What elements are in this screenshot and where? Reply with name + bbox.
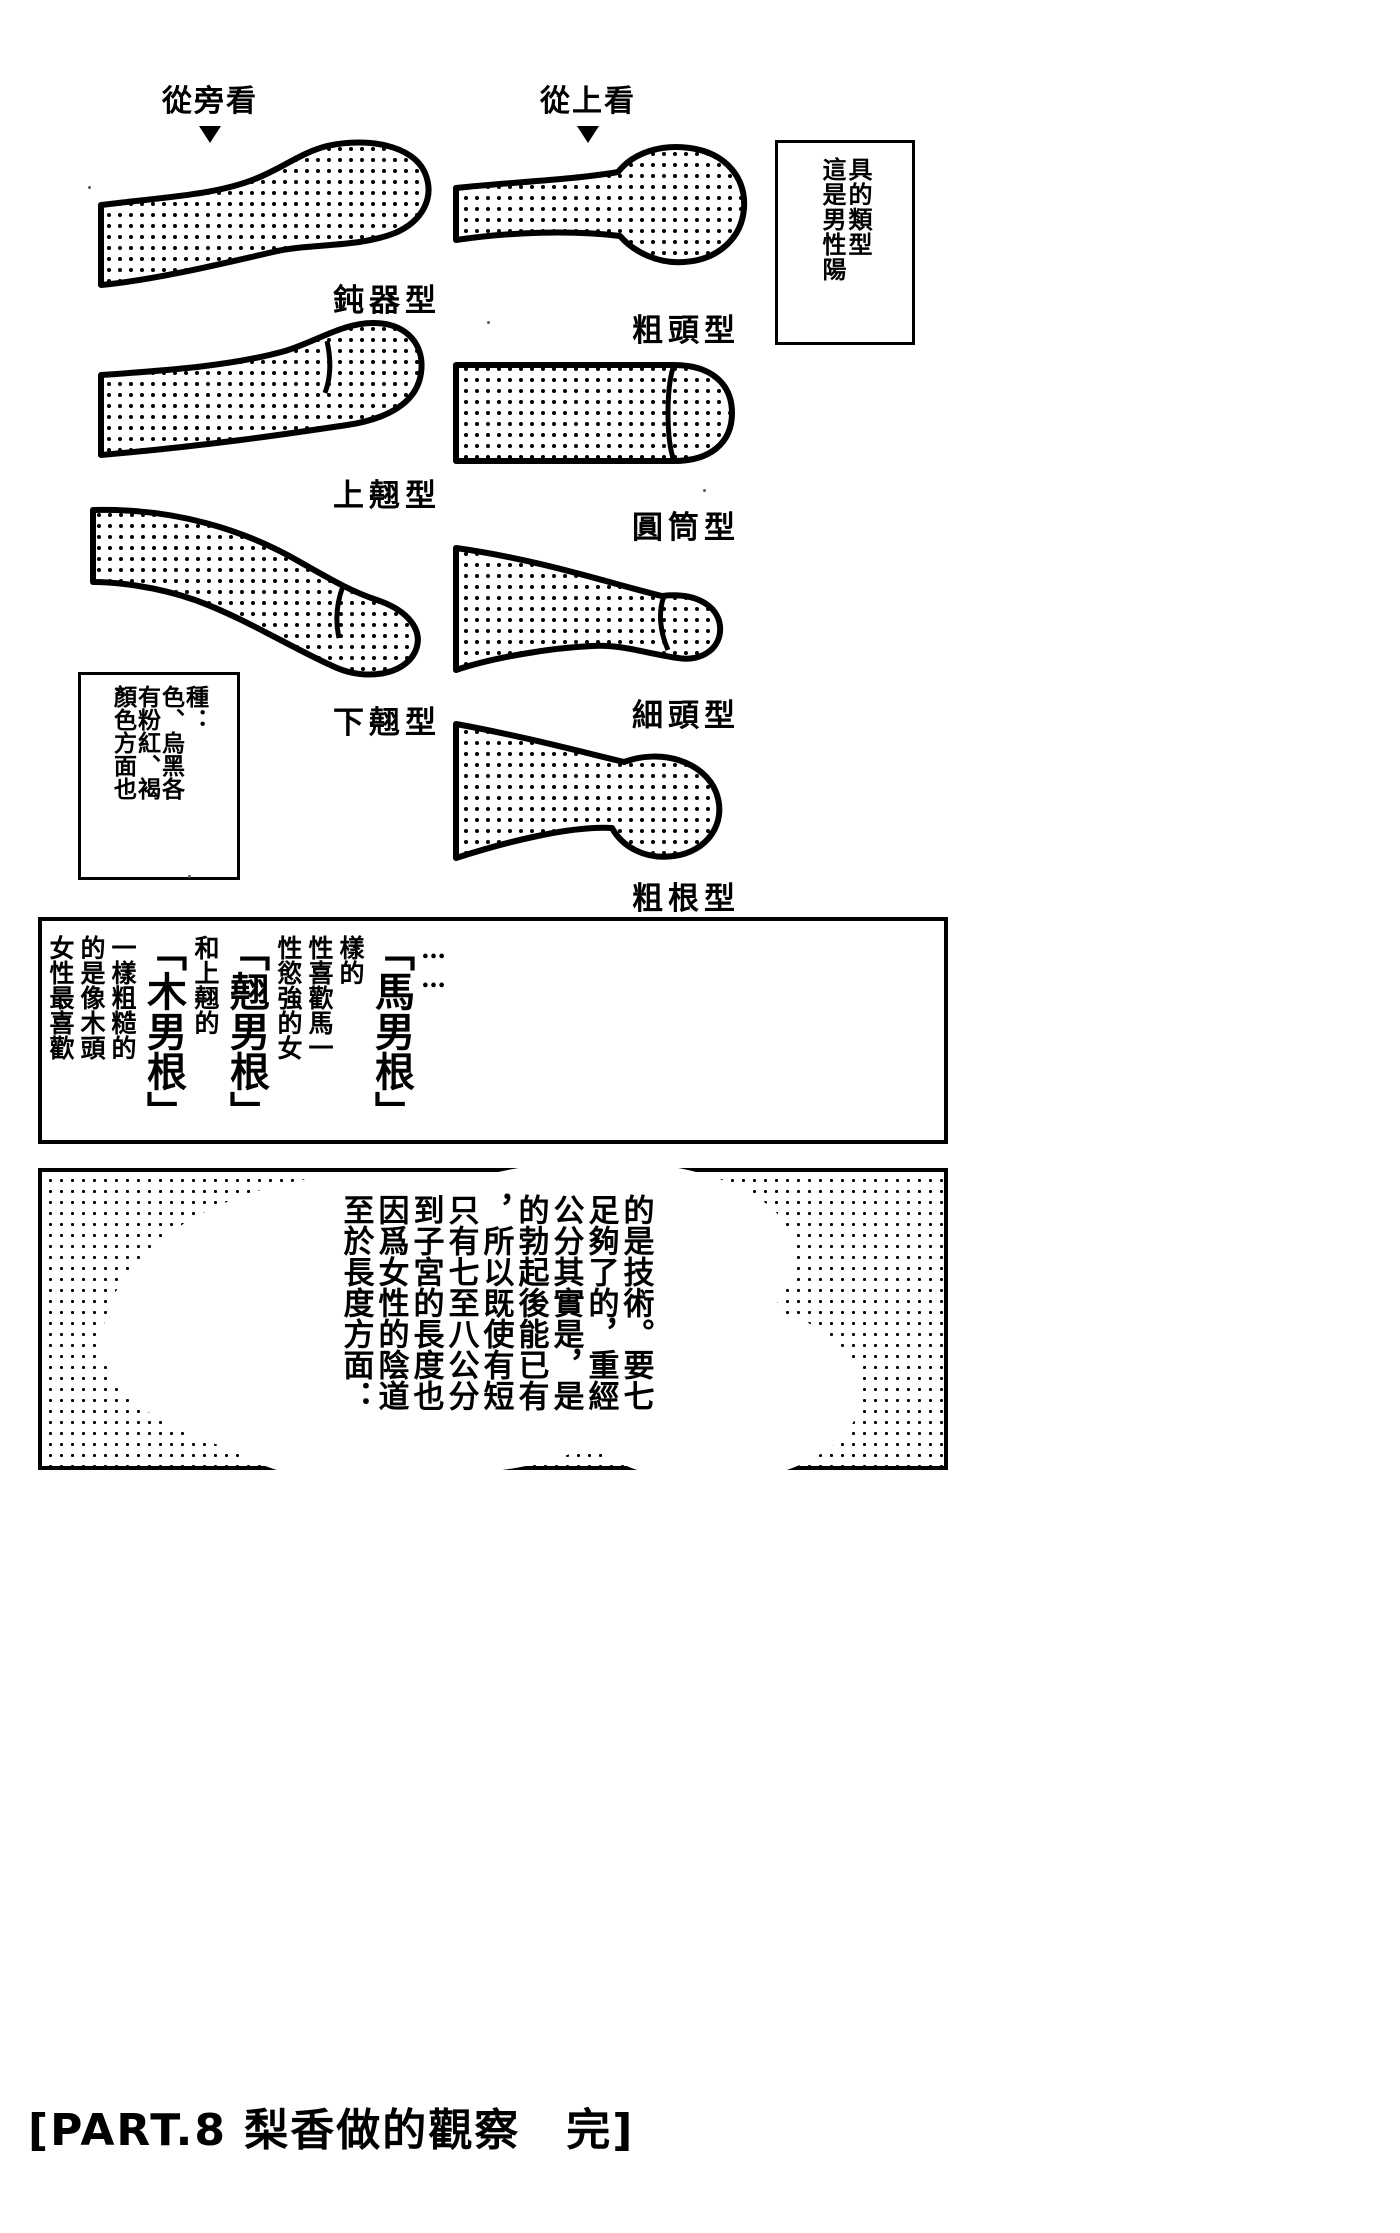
figure-label-downcurved: 下翹型 bbox=[333, 705, 441, 741]
bottom-panel-column-5: ，所以既使有短 bbox=[477, 1194, 514, 1411]
bottom-panel-columns: 至於長度方面： 因爲女性的陰道 到子宮的長度也 只有七至八公分 ，所以既使有短 … bbox=[42, 1194, 944, 1411]
middle-panel-column-9: 樣的 bbox=[336, 935, 365, 985]
figure-label-blunt: 鈍器型 bbox=[333, 283, 441, 319]
bottom-panel-column-4: 只有七至八公分 bbox=[442, 1194, 479, 1411]
color-note-column-2: 有粉紅、褐 bbox=[133, 685, 161, 800]
figure-thin-head-top-view bbox=[452, 540, 742, 685]
down-triangle-icon bbox=[577, 126, 599, 143]
middle-panel-column-3: 一樣粗糙的 bbox=[108, 935, 137, 1060]
bottom-panel-column-1: 至於長度方面： bbox=[337, 1194, 374, 1411]
figure-blunt-side-view bbox=[95, 135, 435, 300]
figure-thick-head-top-view bbox=[452, 140, 752, 300]
panel-highlight-blob bbox=[562, 1302, 862, 1482]
figure-label-cylinder: 圓筒型 bbox=[632, 510, 740, 546]
figure-cylinder-top-view bbox=[452, 355, 742, 485]
figure-upcurved-side-view bbox=[95, 315, 435, 475]
bottom-text-panel: 至於長度方面： 因爲女性的陰道 到子宮的長度也 只有七至八公分 ，所以既使有短 … bbox=[38, 1162, 948, 1482]
column-header-side-view: 從旁看 bbox=[150, 76, 270, 143]
middle-panel-column-11-ellipsis: …… bbox=[419, 935, 448, 993]
figure-label-thick-head: 粗頭型 bbox=[632, 313, 740, 349]
middle-panel-column-4-emphasis: 「木男根」 bbox=[140, 931, 187, 1131]
figure-label-thick-root: 粗根型 bbox=[632, 881, 740, 917]
ink-speck bbox=[487, 321, 490, 324]
figure-label-upcurved: 上翹型 bbox=[333, 478, 441, 514]
middle-panel-column-6-emphasis: 「翹男根」 bbox=[223, 931, 270, 1131]
footer-caption: [PART.8 梨香做的觀察 完] bbox=[28, 2105, 635, 2156]
bottom-panel-column-9: 的是技術。要七 bbox=[617, 1194, 654, 1411]
ink-speck bbox=[188, 875, 191, 878]
bottom-panel-column-3: 到子宮的長度也 bbox=[407, 1194, 444, 1411]
bottom-panel-column-8: 足夠了的，重經 bbox=[582, 1194, 619, 1411]
title-box-column-2: 具的類型 bbox=[844, 157, 873, 257]
middle-panel-column-7: 性慾強的女 bbox=[274, 935, 303, 1060]
middle-panel-column-10-emphasis: 「馬男根」 bbox=[368, 931, 415, 1131]
column-header-top-view: 從上看 bbox=[528, 76, 648, 143]
middle-text-panel: 女性最喜歡 的是像木頭 一樣粗糙的 「木男根」 和上翹的 「翹男根」 性慾強的女… bbox=[38, 917, 948, 1144]
middle-panel-column-1: 女性最喜歡 bbox=[46, 935, 75, 1060]
bottom-panel-column-6: 的勃起後能已有 bbox=[512, 1194, 549, 1411]
color-note-column-4: 種： bbox=[181, 685, 209, 731]
column-header-side-view-label: 從旁看 bbox=[162, 84, 258, 119]
color-note-column-3: 色、烏黑各 bbox=[157, 685, 185, 800]
title-box: 這是男性陽 具的類型 bbox=[775, 140, 915, 345]
color-note-column-1: 顏色方面也 bbox=[109, 685, 137, 800]
panel-highlight-blob bbox=[192, 1292, 522, 1482]
column-header-top-view-label: 從上看 bbox=[540, 84, 636, 119]
figure-thick-root-top-view bbox=[452, 718, 742, 878]
ink-speck bbox=[88, 186, 91, 189]
middle-panel-columns: 女性最喜歡 的是像木頭 一樣粗糙的 「木男根」 和上翹的 「翹男根」 性慾強的女… bbox=[42, 921, 944, 1154]
middle-panel-column-2: 的是像木頭 bbox=[77, 935, 106, 1060]
title-box-column-1: 這是男性陽 bbox=[818, 157, 847, 282]
down-triangle-icon bbox=[199, 126, 221, 143]
figure-downcurved-side-view bbox=[85, 490, 435, 690]
figure-label-thin-head: 細頭型 bbox=[632, 698, 740, 734]
color-note-box: 顏色方面也 有粉紅、褐 色、烏黑各 種： bbox=[78, 672, 240, 880]
middle-panel-column-5: 和上翹的 bbox=[191, 935, 220, 1035]
bottom-panel-column-2: 因爲女性的陰道 bbox=[372, 1194, 409, 1411]
bottom-panel-column-7: 公分其實是，是 bbox=[547, 1194, 584, 1411]
ink-speck bbox=[703, 489, 706, 492]
middle-panel-column-8: 性喜歡馬一 bbox=[305, 935, 334, 1060]
